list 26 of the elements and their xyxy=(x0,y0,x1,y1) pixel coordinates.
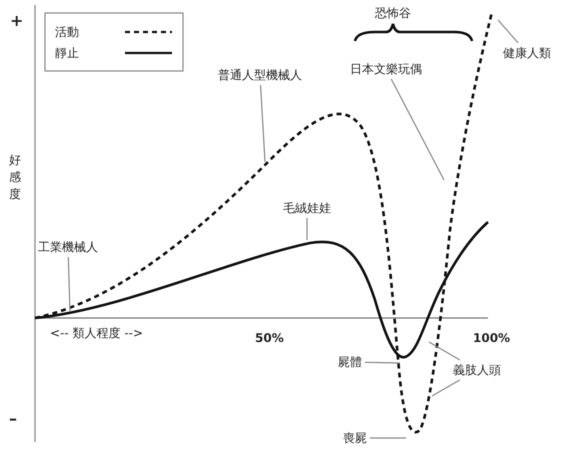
callout-label: 普通人型機械人 xyxy=(218,68,302,82)
region-label: 恐怖谷 xyxy=(375,6,411,20)
leader-line xyxy=(498,20,519,44)
leader-line xyxy=(306,218,308,240)
callout-label: 工業機械人 xyxy=(38,240,98,254)
minus-sign: – xyxy=(9,412,17,426)
legend-label: 活動 xyxy=(55,25,79,39)
leader-line xyxy=(370,437,406,439)
tick-label: 100% xyxy=(473,331,510,345)
callout-label: 日本文樂玩偶 xyxy=(350,62,422,76)
tick-label: 50% xyxy=(255,331,284,345)
callout-label: 喪屍 xyxy=(343,431,367,445)
leader-line xyxy=(428,341,460,361)
legend-label: 靜止 xyxy=(55,46,79,60)
callout-label: 義肢人頭 xyxy=(453,363,501,377)
leader-line xyxy=(432,379,460,397)
callout-label: 屍體 xyxy=(338,355,362,369)
axis-title: 好感度 xyxy=(9,152,22,203)
plus-sign: + xyxy=(10,14,24,28)
leader-line xyxy=(260,84,266,162)
leader-line xyxy=(364,362,400,364)
callout-label: 毛絨娃娃 xyxy=(283,201,331,215)
leader-line xyxy=(390,78,445,180)
axis-title: <-- 類人程度 --> xyxy=(50,326,144,340)
callout-label: 健康人類 xyxy=(503,46,551,60)
leader-line xyxy=(68,256,71,312)
